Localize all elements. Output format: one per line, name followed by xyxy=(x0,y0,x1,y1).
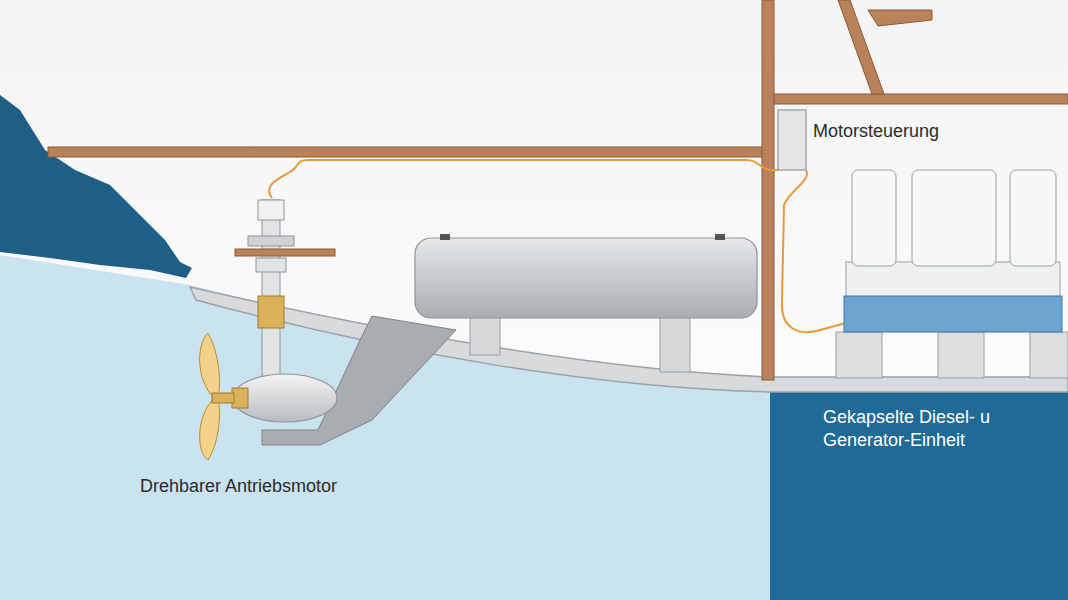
shelf xyxy=(868,10,932,26)
shaft-head xyxy=(258,200,284,220)
water xyxy=(0,255,195,600)
wire xyxy=(782,170,850,332)
bearing xyxy=(256,258,286,272)
cabin-post xyxy=(762,0,774,380)
generator-housing xyxy=(846,262,1060,298)
tank-fitting xyxy=(715,234,725,240)
propeller-blade xyxy=(200,398,220,460)
wire xyxy=(269,160,778,198)
mount-plate xyxy=(235,249,335,256)
pod-motor xyxy=(233,374,337,422)
propeller-blade xyxy=(200,333,220,398)
part-label: Drehbarer Antriebsmotor xyxy=(140,475,337,498)
shore-rock xyxy=(0,95,192,278)
propeller-shaft xyxy=(212,393,234,403)
generator-base xyxy=(1030,332,1068,378)
flange xyxy=(248,236,294,246)
tank-leg xyxy=(660,310,690,372)
tank-fitting xyxy=(440,234,450,240)
engine-block xyxy=(912,170,996,266)
tank xyxy=(415,238,757,318)
generator-band xyxy=(844,296,1062,332)
part-label: Motorsteuerung xyxy=(813,120,939,143)
engine-block xyxy=(852,170,896,266)
engine-block xyxy=(1010,170,1056,266)
deck-beam xyxy=(48,147,766,157)
drive-shaft xyxy=(262,200,280,380)
generator-base xyxy=(938,332,984,378)
cabin-floor-beam xyxy=(774,94,1068,104)
motor-control-box xyxy=(778,110,806,170)
part-label: Gekapselte Diesel- u Generator-Einheit xyxy=(823,406,1063,451)
hull-seal xyxy=(258,296,284,328)
generator-base xyxy=(836,332,882,378)
hull-side xyxy=(770,392,1068,600)
